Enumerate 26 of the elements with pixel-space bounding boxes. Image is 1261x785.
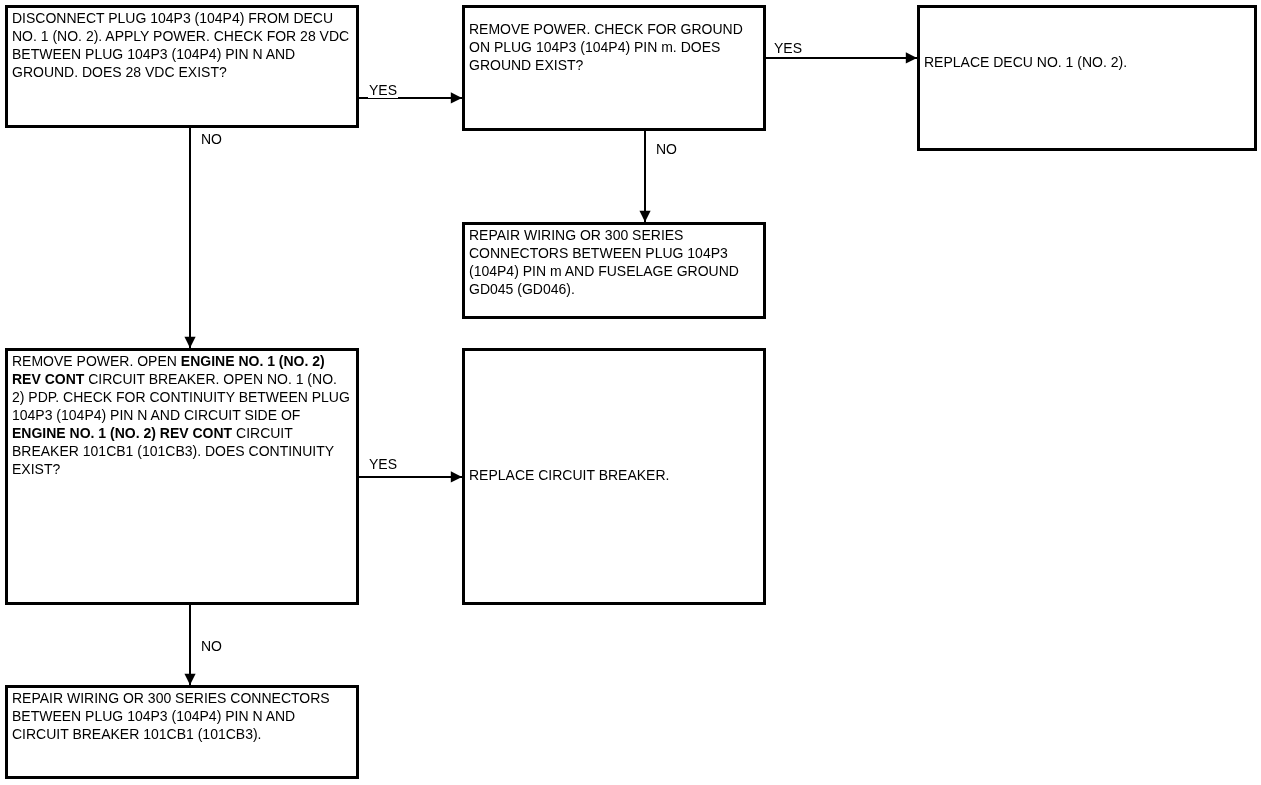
edge-label: YES xyxy=(368,82,398,98)
process-box xyxy=(5,685,359,779)
process-box xyxy=(5,5,359,128)
process-box xyxy=(462,222,766,319)
edge-label: YES xyxy=(368,456,398,472)
process-box xyxy=(5,348,359,605)
edge-label: NO xyxy=(200,131,223,147)
edge-label: YES xyxy=(773,40,803,56)
arrow xyxy=(184,127,196,349)
arrow xyxy=(639,130,651,223)
box-text: REPLACE DECU NO. 1 (NO. 2). xyxy=(924,53,1129,71)
edge-label: NO xyxy=(200,638,223,654)
process-box xyxy=(462,5,766,131)
arrow xyxy=(358,471,463,483)
arrow xyxy=(184,604,196,686)
box-text: REPAIR WIRING OR 300 SERIES CONNECTORS BETWEEN PLUG 104P3 (104P4) PIN m AND FUSELAGE GROUND GD045 (GD046). xyxy=(469,226,740,298)
arrow xyxy=(358,92,463,104)
process-box xyxy=(917,5,1257,151)
box-text: DISCONNECT PLUG 104P3 (104P4) FROM DECU NO. 1 (NO. 2). APPLY POWER. CHECK FOR 28 VDC BETWEEN PLUG 104P3 (104P4) PIN N AND GROUND. DOES 28 VDC EXIST? xyxy=(12,9,351,81)
arrow xyxy=(765,52,918,64)
edge-label: NO xyxy=(655,141,678,157)
box-text: REPLACE CIRCUIT BREAKER. xyxy=(469,466,671,484)
process-box xyxy=(462,348,766,605)
box-text: REPAIR WIRING OR 300 SERIES CONNECTORS BETWEEN PLUG 104P3 (104P4) PIN N AND CIRCUIT BREAKER 101CB1 (101CB3). xyxy=(12,689,331,743)
box-text: REMOVE POWER. OPEN ENGINE NO. 1 (NO. 2) REV CONT CIRCUIT BREAKER. OPEN NO. 1 (NO. 2) PDP. CHECK FOR CONTINUITY BETWEEN PLUG 104P3 (104P4) PIN N AND CIRCUIT SIDE OF ENGINE NO. 1 (NO. 2) REV CONT CIRCUIT BREAKER 101CB1 (101CB3). DOES CONTINUITY EXIST? xyxy=(12,352,351,478)
box-text: REMOVE POWER. CHECK FOR GROUND ON PLUG 104P3 (104P4) PIN m. DOES GROUND EXIST? xyxy=(469,20,744,74)
